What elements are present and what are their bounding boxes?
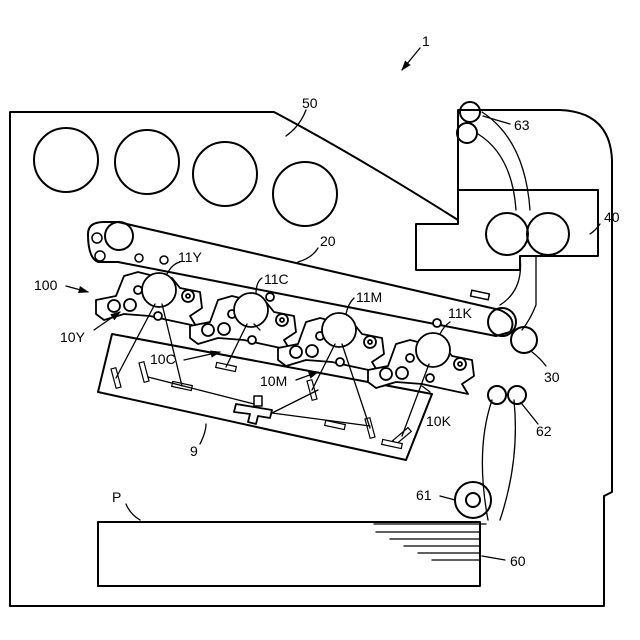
registration-rollers xyxy=(457,102,480,143)
label-transfer-belt: 20 xyxy=(320,233,336,249)
label-unit-k: 10K xyxy=(426,413,452,429)
paper-tray xyxy=(98,522,486,586)
label-unit-m: 10M xyxy=(260,373,287,389)
label-secondary-transfer-roller: 30 xyxy=(544,369,560,385)
label-unit-y: 10Y xyxy=(60,329,86,345)
label-drum-k: 11K xyxy=(448,305,473,321)
label-apparatus: 1 xyxy=(422,33,430,49)
label-exposure-device: 9 xyxy=(190,443,198,459)
label-paper-tray: 60 xyxy=(510,553,526,569)
label-feed-roller: 61 xyxy=(416,487,432,503)
conveyance-rollers xyxy=(488,386,526,404)
label-fixing-device: 40 xyxy=(604,209,620,225)
label-drum-m: 11M xyxy=(356,289,382,305)
label-registration-rollers: 63 xyxy=(514,117,530,133)
paper-path xyxy=(478,112,536,520)
label-drum-c: 11C xyxy=(264,271,289,287)
label-image-forming-section: 100 xyxy=(34,277,58,293)
label-paper: P xyxy=(112,489,121,505)
label-toner-bottles: 50 xyxy=(302,95,318,111)
toner-bottles xyxy=(34,128,337,226)
image-forming-unit-k xyxy=(368,319,474,436)
label-drum-y: 11Y xyxy=(178,249,203,265)
feed-roller xyxy=(455,482,491,518)
label-conveyance-rollers: 62 xyxy=(536,423,552,439)
label-unit-c: 10C xyxy=(150,351,176,367)
secondary-transfer-roller xyxy=(511,327,537,353)
fixing-device xyxy=(416,190,598,270)
